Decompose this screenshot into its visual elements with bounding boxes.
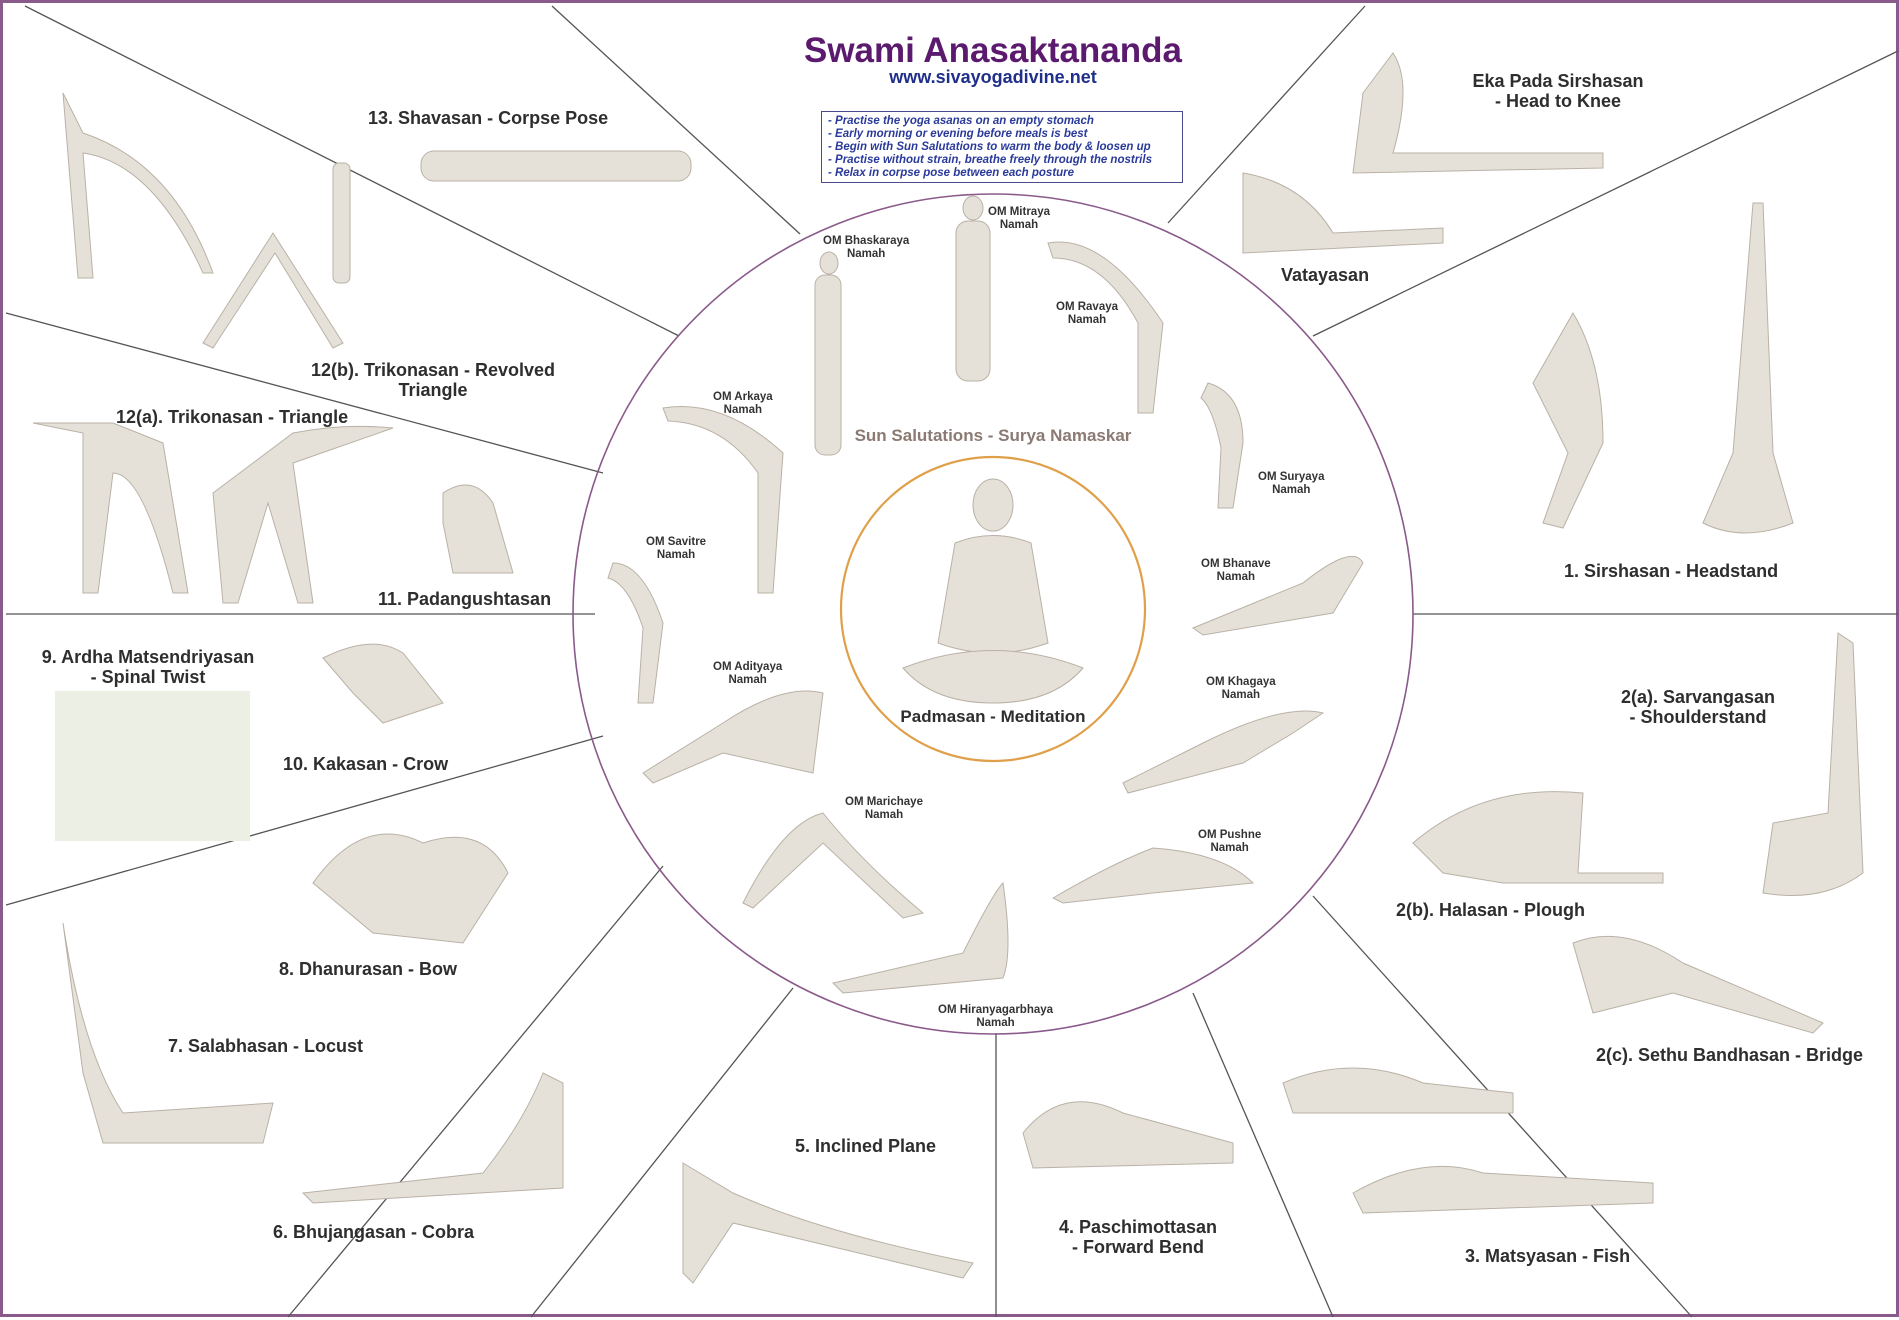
- label-matsyasan: 3. Matsyasan - Fish: [1465, 1246, 1631, 1266]
- page-title: Swami Anasaktananda: [803, 31, 1182, 70]
- poster-lines: [5, 5, 1899, 1318]
- label-paschimottasan: 4. Paschimottasan- Forward Bend: [1058, 1217, 1218, 1257]
- label-trikonasan-triangle: 12(a). Trikonasan - Triangle: [116, 407, 349, 427]
- practice-tips-box: - Practise the yoga asanas on an empty s…: [821, 111, 1183, 183]
- label-sarvangasan: 2(a). Sarvangasan- Shoulderstand: [1620, 687, 1776, 727]
- label-eka-pada-sirshasan: Eka Pada Sirshasan- Head to Knee: [1472, 71, 1644, 111]
- label-padangushtasan: 11. Padangushtasan: [378, 589, 552, 609]
- label-kakasan: 10. Kakasan - Crow: [283, 754, 449, 774]
- tip: - Practise the yoga asanas on an empty s…: [828, 115, 1094, 127]
- tip: - Practise without strain, breathe freel…: [828, 154, 1152, 166]
- label-halasan: 2(b). Halasan - Plough: [1396, 900, 1586, 920]
- label-sirshasan: 1. Sirshasan - Headstand: [1564, 561, 1779, 581]
- label-vatayasan: Vatayasan: [1281, 265, 1370, 285]
- label-sethu-bandhasan: 2(c). Sethu Bandhasan - Bridge: [1596, 1045, 1864, 1065]
- label-bhujangasan: 6. Bhujangasan - Cobra: [273, 1222, 475, 1242]
- tip: - Early morning or evening before meals …: [828, 128, 1088, 140]
- label-dhanurasan: 8. Dhanurasan - Bow: [279, 959, 458, 979]
- label-inclined-plane: 5. Inclined Plane: [795, 1136, 937, 1156]
- spinal-twist-photo: [55, 691, 250, 841]
- label-salabhasan: 7. Salabhasan - Locust: [168, 1036, 364, 1056]
- website-url[interactable]: www.sivayogadivine.net: [889, 67, 1097, 87]
- sun-salutation-title: Sun Salutations - Surya Namaskar: [854, 426, 1132, 445]
- tip: - Relax in corpse pose between each post…: [828, 167, 1075, 179]
- label-ardha-matsendriyasan: 9. Ardha Matsendriyasan- Spinal Twist: [41, 647, 255, 687]
- tip: - Begin with Sun Salutations to warm the…: [828, 141, 1151, 153]
- padmasan-label: Padmasan - Meditation: [900, 707, 1086, 726]
- label-shavasan: 13. Shavasan - Corpse Pose: [368, 108, 609, 128]
